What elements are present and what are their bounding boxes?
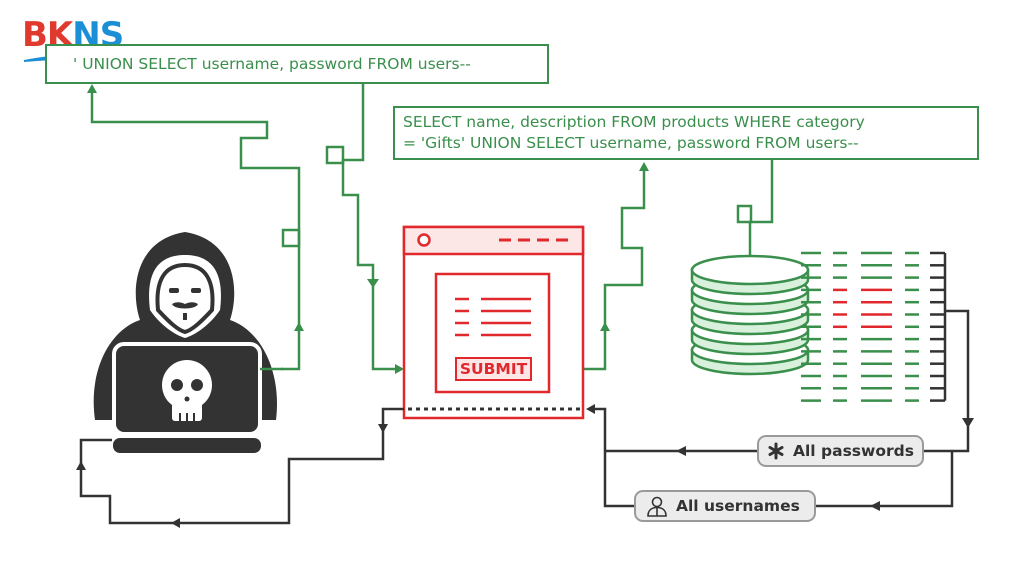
response-path-to-attacker [76,407,404,528]
asterisk-icon [767,442,785,460]
database-table [801,251,947,402]
all-passwords-text: All passwords [793,442,914,460]
database-stack-icon [690,254,810,376]
payload-path-to-form [325,84,404,374]
injected-payload-text: ' UNION SELECT username, password FROM u… [73,55,471,73]
all-passwords-label: All passwords [757,435,924,467]
query-path-to-server [583,162,649,371]
results-path [586,309,974,511]
full-query-line-2: = 'Gifts' UNION SELECT username, passwor… [403,134,859,152]
query-path-to-database [736,160,774,268]
payload-path-from-attacker [87,84,304,371]
user-icon [646,495,668,517]
all-usernames-text: All usernames [676,497,800,515]
skull-icon [162,360,212,421]
full-query-line-1: SELECT name, description FROM products W… [403,113,865,131]
form-lines-icon [455,297,531,337]
submit-button[interactable]: SUBMIT [455,357,532,381]
browser-window-icon [402,225,585,420]
injected-payload-box: ' UNION SELECT username, password FROM u… [45,44,549,84]
all-usernames-label: All usernames [634,490,816,522]
full-query-box: SELECT name, description FROM products W… [393,106,979,160]
